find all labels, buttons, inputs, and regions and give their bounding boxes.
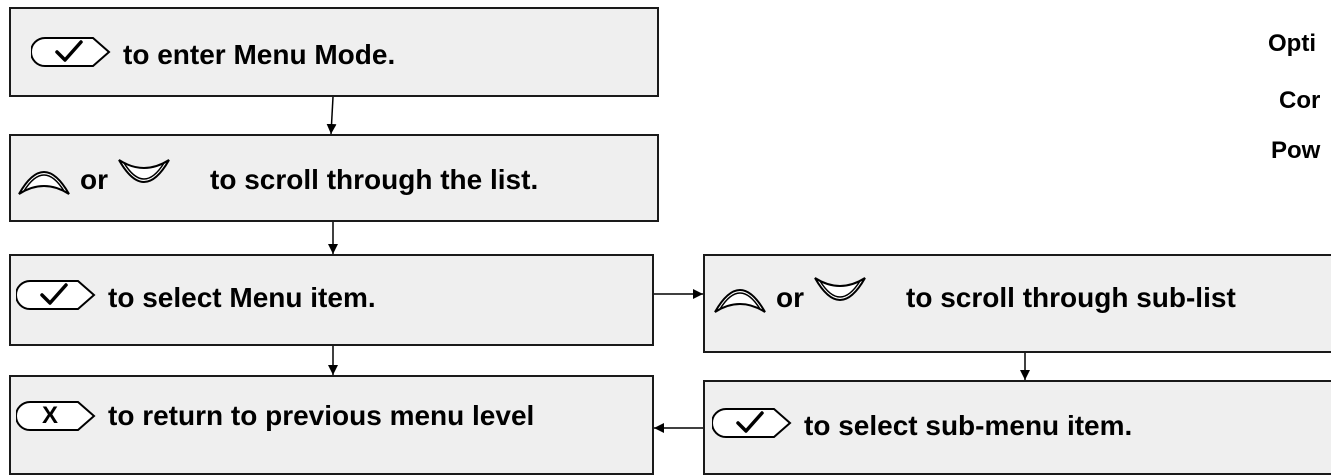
side-label-3: Pow <box>1271 137 1321 164</box>
x-button-icon: X <box>16 400 96 432</box>
step-select-subitem: to select sub-menu item. <box>711 407 1133 446</box>
up-arrow-button-icon <box>16 157 72 204</box>
step-select-subitem-text: to select sub-menu item. <box>804 410 1133 441</box>
down-arrow-button-icon <box>812 275 868 322</box>
step-scroll-list: or to scroll through the list. <box>16 158 539 200</box>
step-select-item-box <box>9 254 654 346</box>
up-arrow-button-icon <box>712 275 768 322</box>
x-button-letter: X <box>42 402 59 429</box>
step-scroll-list-text: to scroll through the list. <box>210 164 539 195</box>
step-return-level: X to return to previous menu level <box>16 398 534 434</box>
step-enter-menu: to enter Menu Mode. <box>30 36 396 75</box>
step-scroll-sublist-box <box>703 254 1331 353</box>
arrow-enter-to-scroll <box>326 96 337 135</box>
check-button-icon <box>711 407 792 446</box>
step-select-subitem-box <box>703 380 1331 475</box>
step-scroll-sublist-or: or <box>776 282 804 313</box>
check-button-icon <box>30 36 111 75</box>
step-scroll-list-or: or <box>80 164 108 195</box>
step-select-item: to select Menu item. <box>15 279 376 318</box>
step-select-item-text: to select Menu item. <box>108 282 376 313</box>
step-return-level-text: to return to previous menu level <box>108 400 535 431</box>
step-enter-menu-box <box>9 7 659 97</box>
step-scroll-list-box <box>9 134 659 222</box>
step-scroll-sublist: or to scroll through sub-list <box>712 276 1236 318</box>
check-button-icon <box>15 279 96 318</box>
step-enter-menu-text: to enter Menu Mode. <box>123 39 396 70</box>
down-arrow-button-icon <box>116 157 172 204</box>
side-label-1: Opti <box>1268 30 1316 57</box>
step-scroll-sublist-text: to scroll through sub-list <box>906 282 1236 313</box>
side-label-2: Cor <box>1279 87 1321 114</box>
